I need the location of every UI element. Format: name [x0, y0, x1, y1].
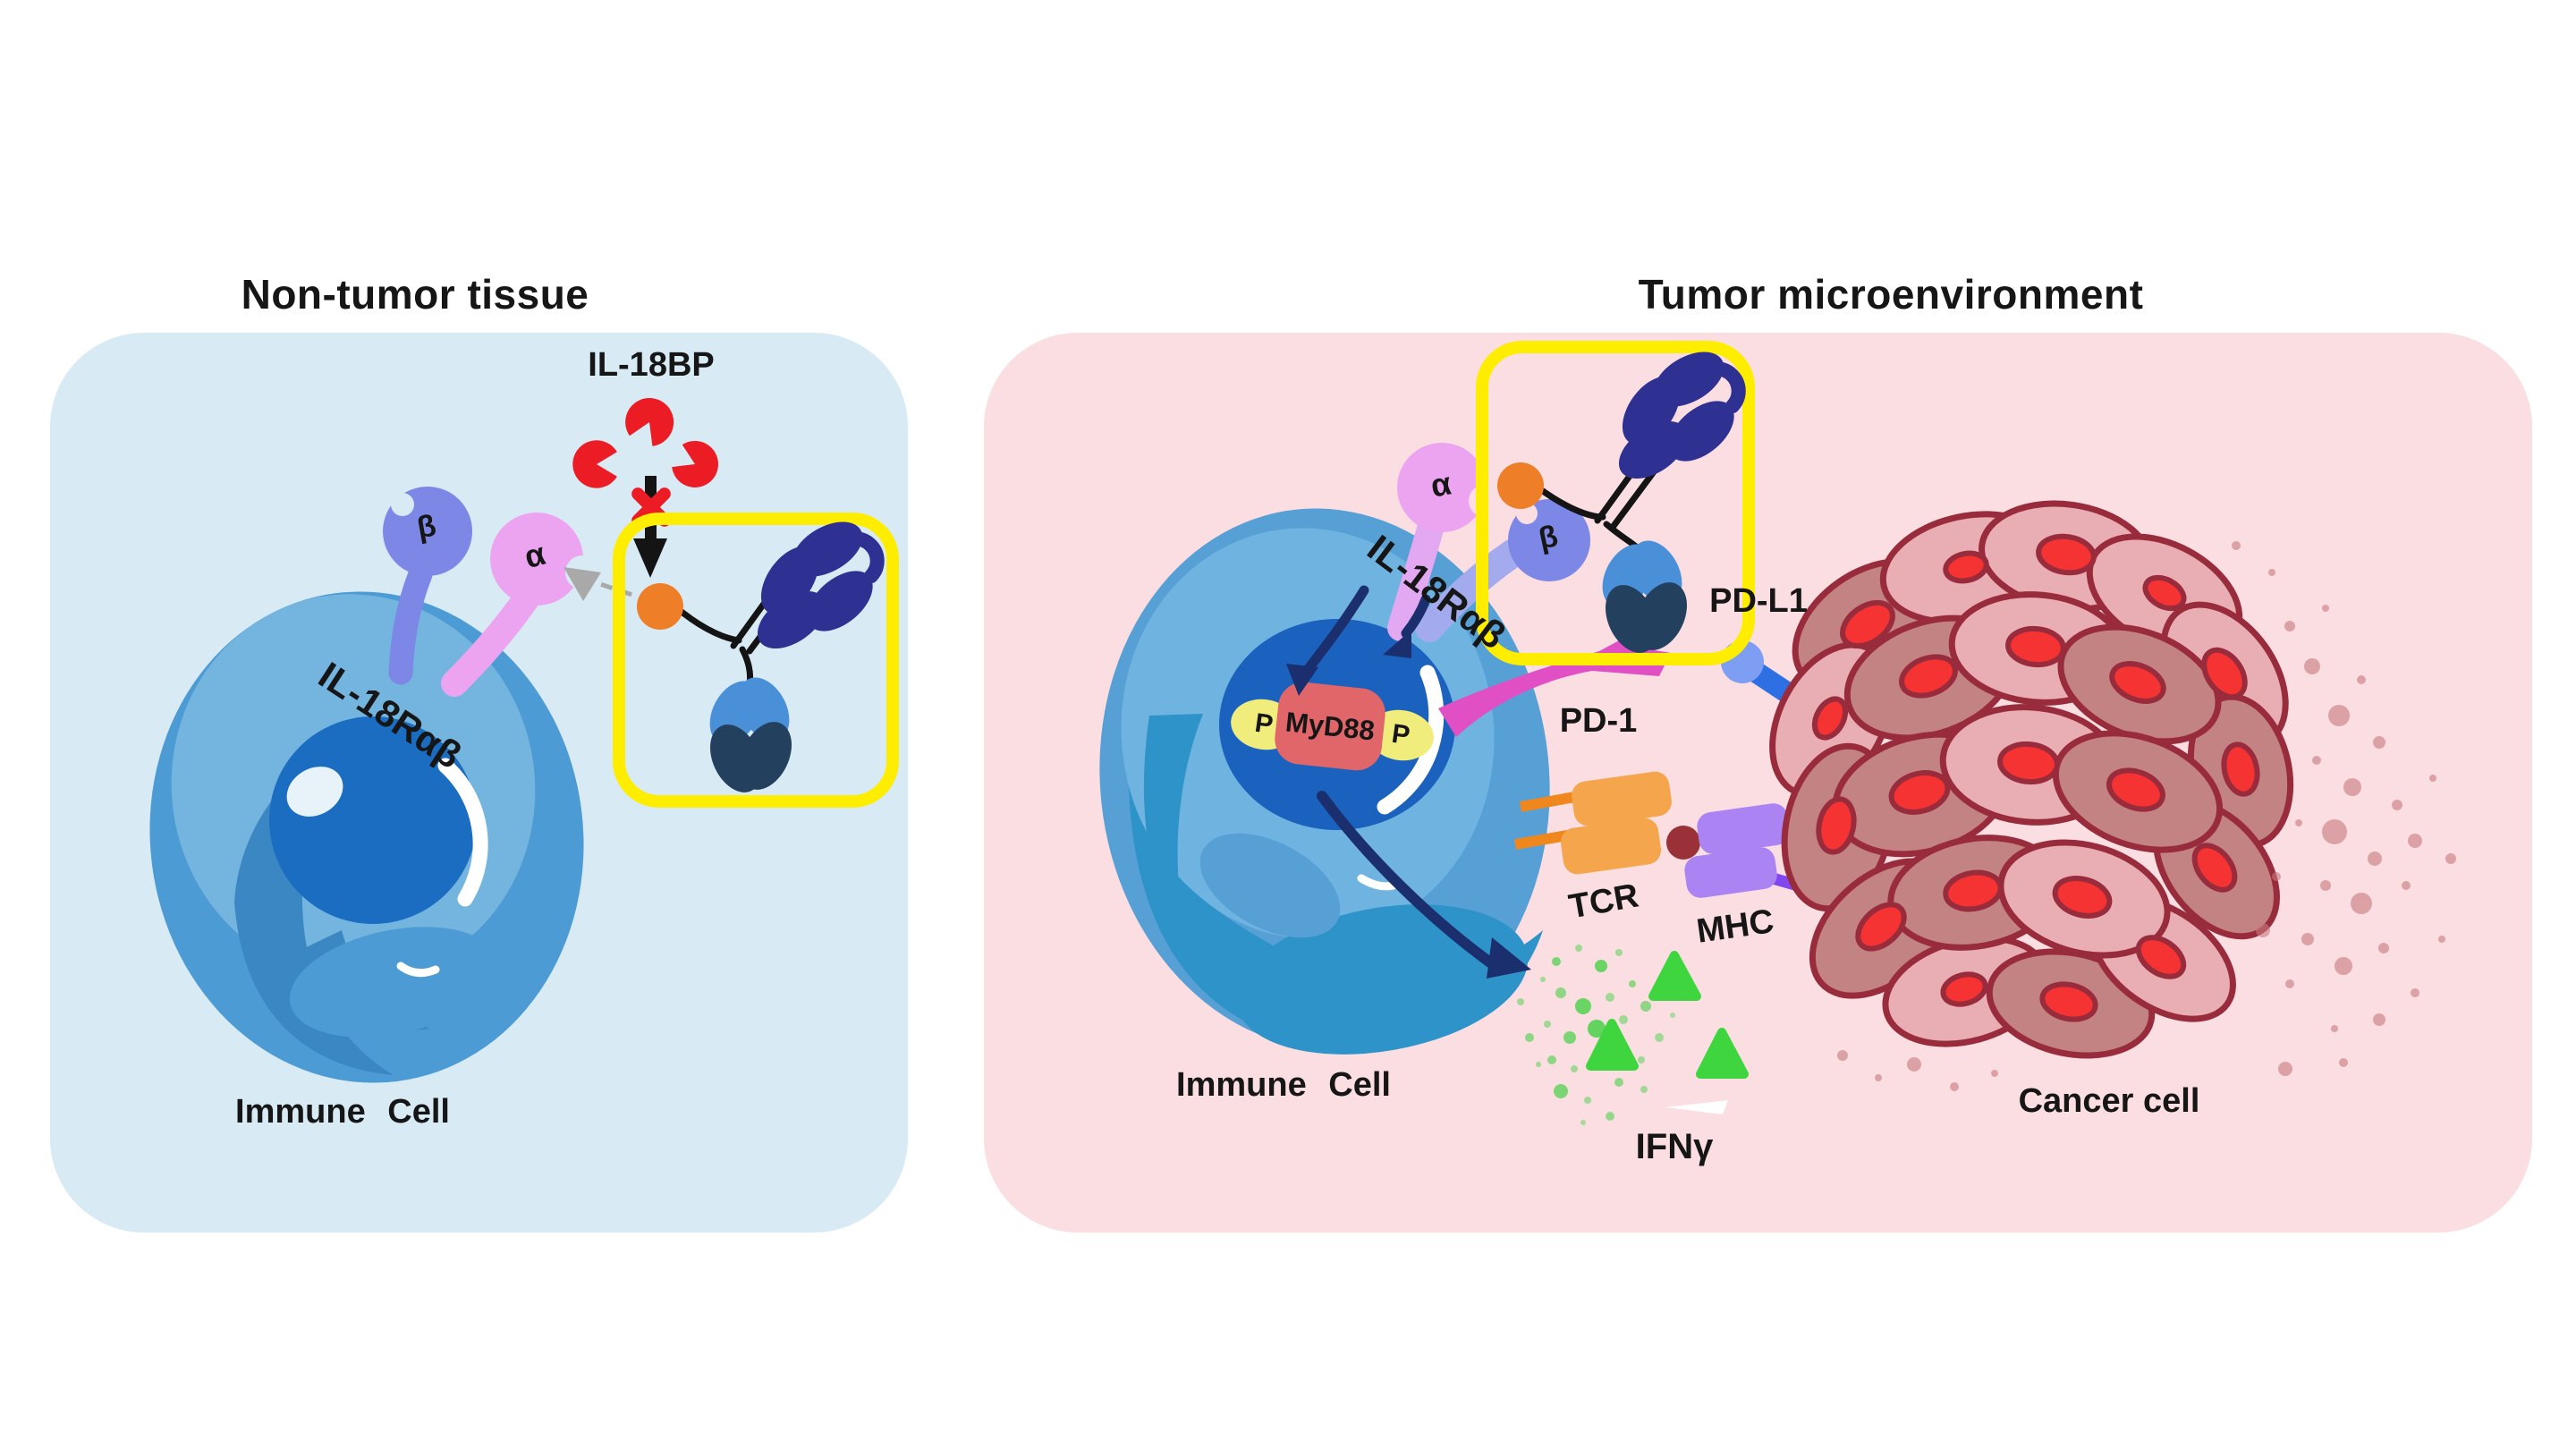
antibody-fab-cluster-right — [1618, 352, 1746, 479]
right-panel-title: Tumor microenvironment — [1638, 271, 2144, 318]
drug-highlight-box-left — [613, 513, 899, 808]
cancer-cell-label: Cancer cell — [2018, 1082, 2200, 1120]
antibody-fab-cluster-left — [757, 521, 885, 649]
il18-receptor-beta-left — [383, 487, 472, 685]
cancer-cell-cluster — [1769, 500, 2294, 1059]
il18bp-molecules — [572, 397, 719, 488]
cancer-debris-dots — [1837, 541, 2456, 1091]
il18-cytokine-right — [1497, 462, 1544, 509]
ifng-molecules — [1517, 945, 1749, 1125]
pdl1-label: PD-L1 — [1709, 582, 1808, 620]
immune-cell-label-right: Immune Cell — [1176, 1066, 1391, 1104]
left-panel-title: Non-tumor tissue — [241, 271, 589, 318]
il18-receptor-beta-right — [1415, 499, 1590, 642]
phospho-label-right: P — [1389, 718, 1412, 751]
beta-hook-notch — [391, 493, 414, 516]
nucleus-highlight-oval — [286, 767, 343, 817]
drug-highlight-box-right — [1476, 341, 1755, 665]
ifng-label: IFNγ — [1635, 1127, 1714, 1166]
il18bp-label: IL-18BP — [588, 346, 715, 384]
antibody-fc-dark-left — [709, 722, 792, 792]
phospho-label-left: P — [1252, 708, 1275, 741]
pd1-label: PD-1 — [1559, 702, 1638, 740]
immune-cell-label-left: Immune Cell — [235, 1093, 450, 1131]
ifng-white-sliver — [1665, 1100, 1728, 1114]
ifng-secretion-arrow — [1317, 791, 1531, 979]
receptor-signal-arrow — [1286, 585, 1431, 696]
myd88-box — [1275, 682, 1385, 771]
antigen-peptide — [1666, 826, 1700, 860]
il18-drug-complex-right — [1497, 352, 1746, 653]
il18-cytokine-left — [637, 583, 683, 630]
il18-drug-complex-left — [637, 521, 885, 792]
antibody-fc-dark-right — [1605, 582, 1688, 653]
tcr-receptor — [1513, 771, 1672, 875]
myd88-complex — [1231, 682, 1434, 771]
ifng-triangles — [1586, 951, 1749, 1079]
immune-cell-left-graphic — [149, 591, 584, 1083]
